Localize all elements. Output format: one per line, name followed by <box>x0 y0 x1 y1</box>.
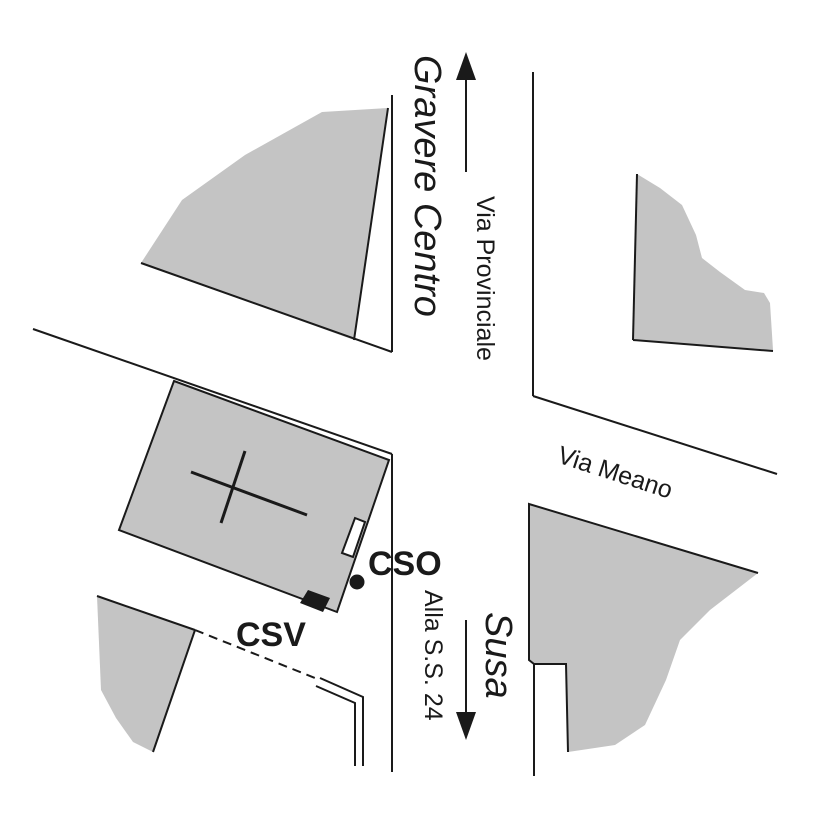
boundary-dashed <box>194 629 321 681</box>
wall-outer-line <box>319 677 364 766</box>
cso-marker-icon <box>349 574 365 590</box>
arrow-up-icon <box>456 52 476 172</box>
block-north-east <box>633 174 773 350</box>
door-marker <box>340 516 367 559</box>
road-meano-edge <box>532 395 778 475</box>
block-south-west <box>97 596 195 752</box>
block-se-notch <box>534 663 569 753</box>
label-via-provinciale: Via Provinciale <box>471 196 499 361</box>
label-cso: CSO <box>368 545 442 583</box>
road-diagonal-west <box>32 328 393 455</box>
label-alla-ss24: Alla S.S. 24 <box>419 590 447 721</box>
wall-inner-line <box>315 685 356 766</box>
block-nw-inner-edge <box>353 107 389 341</box>
csv-marker-icon <box>300 590 330 612</box>
block-north-west <box>141 108 388 340</box>
block-se-edge <box>528 502 759 665</box>
block-sw-edge-top <box>96 595 196 631</box>
block-sw-edge-east <box>152 629 196 753</box>
arrow-down-icon <box>456 620 476 740</box>
block-south-east <box>529 504 758 752</box>
block-ne-edge-south <box>632 339 774 352</box>
label-via-meano: Via Meano <box>554 441 676 504</box>
block-nw-edge <box>140 262 393 353</box>
block-ne-edge-west <box>632 173 638 341</box>
block-church-outline <box>117 379 391 614</box>
label-susa: Susa <box>477 612 519 699</box>
church-cross-icon <box>190 450 308 524</box>
label-gravere-centro: Gravere Centro <box>406 55 448 317</box>
label-csv: CSV <box>236 616 306 654</box>
